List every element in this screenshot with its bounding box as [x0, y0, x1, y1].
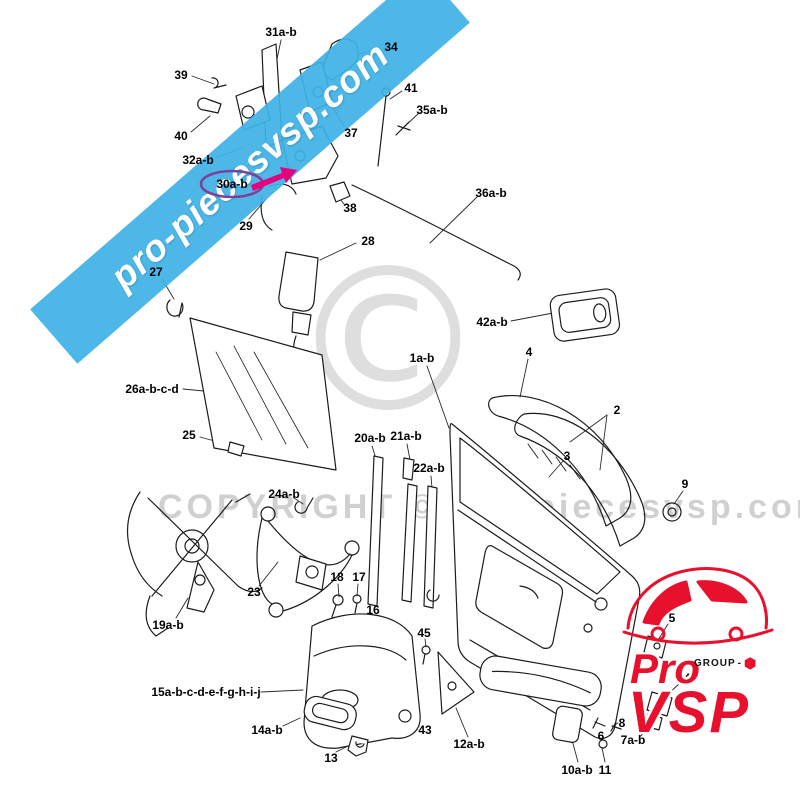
hexagon-icon: ⬢	[744, 655, 758, 671]
small-fasteners-drawing	[294, 497, 440, 665]
highlight-arrow	[251, 167, 297, 191]
clip-25-drawing	[227, 441, 245, 457]
logo-group-row: GROUP-⬢	[694, 656, 757, 670]
pocket-handle-drawing	[303, 695, 357, 731]
logo-car-icon	[622, 567, 774, 645]
provsp-logo: Pro GROUP-⬢ VSP	[622, 567, 782, 780]
armrest-fasteners-drawing	[592, 717, 608, 749]
logo-text-group: GROUP	[694, 657, 736, 669]
armrest-drawing	[479, 655, 602, 743]
hinges-drawing	[610, 635, 673, 732]
grommet-drawing	[662, 502, 682, 522]
window-seal-frames-drawing	[488, 395, 646, 547]
guide-rails-drawing	[367, 455, 438, 609]
window-glass-drawing	[189, 317, 337, 471]
handle-bezel-drawing	[549, 288, 621, 342]
clip-27-drawing	[166, 299, 184, 318]
logo-text-vsp: VSP	[628, 680, 751, 745]
mirror-triangle-drawing	[437, 651, 475, 715]
window-regulator-scissor-drawing	[126, 491, 263, 637]
logo-text-pro: Pro	[630, 645, 701, 692]
bracket-13-drawing	[347, 735, 369, 757]
window-regulator-cable-drawing	[256, 506, 360, 618]
logo-dash: -	[737, 657, 743, 669]
lock-actuator-drawing	[278, 251, 319, 359]
